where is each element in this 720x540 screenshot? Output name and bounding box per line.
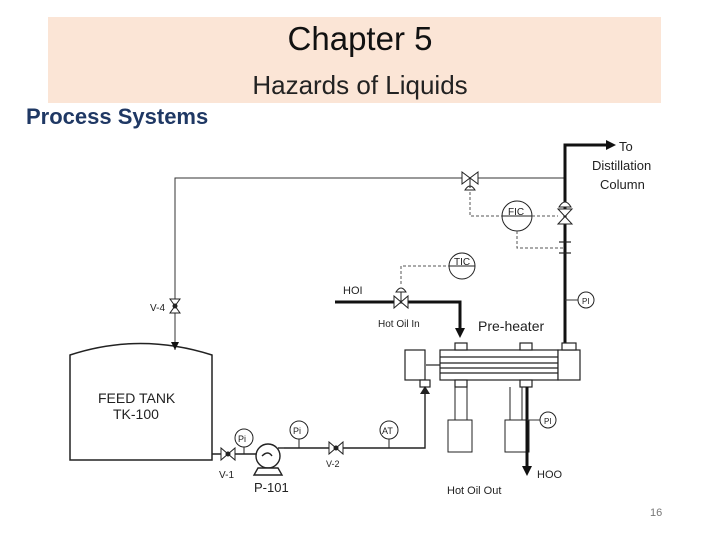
hot-oil-in-arrow [455, 328, 465, 338]
temperature-control-valve [393, 287, 409, 310]
valve-v1 [220, 446, 236, 462]
pi-outlet-label: PI [582, 297, 590, 306]
page-title: Chapter 5 [287, 20, 433, 57]
valve-v1-label: V-1 [219, 470, 234, 481]
analyzer-transmitter [379, 420, 399, 448]
valve-v2-label: V-2 [326, 459, 340, 469]
outlet-line [563, 143, 608, 345]
valve-v4 [169, 298, 181, 314]
section-label: Process Systems [26, 104, 209, 129]
control-valve-top [461, 171, 479, 191]
tic-label: TIC [454, 257, 470, 268]
to-label: To [619, 139, 633, 154]
pi-exchanger [527, 411, 557, 429]
valve-v4-label: V-4 [150, 303, 165, 314]
hot-oil-out-arrow [522, 466, 532, 476]
pi-suction [234, 428, 254, 454]
pi-suction-label: Pi [238, 434, 246, 444]
pump-tag: P-101 [254, 480, 289, 495]
preheater-exchanger [404, 342, 581, 388]
feed-tank-tag: TK-100 [113, 406, 159, 422]
at-label: AT [382, 426, 393, 436]
pump-p101 [252, 443, 284, 476]
return-line [171, 177, 465, 350]
distillation-label: Distillation [592, 158, 651, 173]
tic-signal-line [400, 265, 449, 284]
page-subtitle: Hazards of Liquids [252, 70, 468, 100]
page-number: 16 [650, 507, 663, 519]
hot-oil-in-line [335, 300, 462, 330]
valve-v2 [328, 440, 344, 456]
fic-label: FIC [508, 207, 524, 218]
pi-discharge-label: Pi [293, 426, 301, 436]
exchanger-supports [447, 387, 530, 453]
feed-tank [69, 342, 213, 461]
orifice-plate [559, 241, 571, 254]
hoo-label: HOO [537, 469, 563, 481]
feed-tank-name: FEED TANK [98, 390, 176, 406]
title-banner [48, 17, 661, 103]
hot-oil-out-label: Hot Oil Out [447, 485, 501, 497]
pi-exchanger-label: PI [544, 417, 552, 426]
pi-discharge [289, 420, 309, 448]
outlet-arrow [606, 140, 616, 150]
feed-line-arrow [420, 386, 430, 394]
hoi-label: HOI [343, 285, 363, 297]
preheater-label: Pre-heater [478, 318, 544, 334]
column-label: Column [600, 177, 645, 192]
hot-oil-in-label: Hot Oil In [378, 319, 420, 330]
fic-signal-lines [469, 192, 565, 249]
pi-outlet [565, 291, 595, 309]
flow-control-valve [556, 201, 574, 225]
